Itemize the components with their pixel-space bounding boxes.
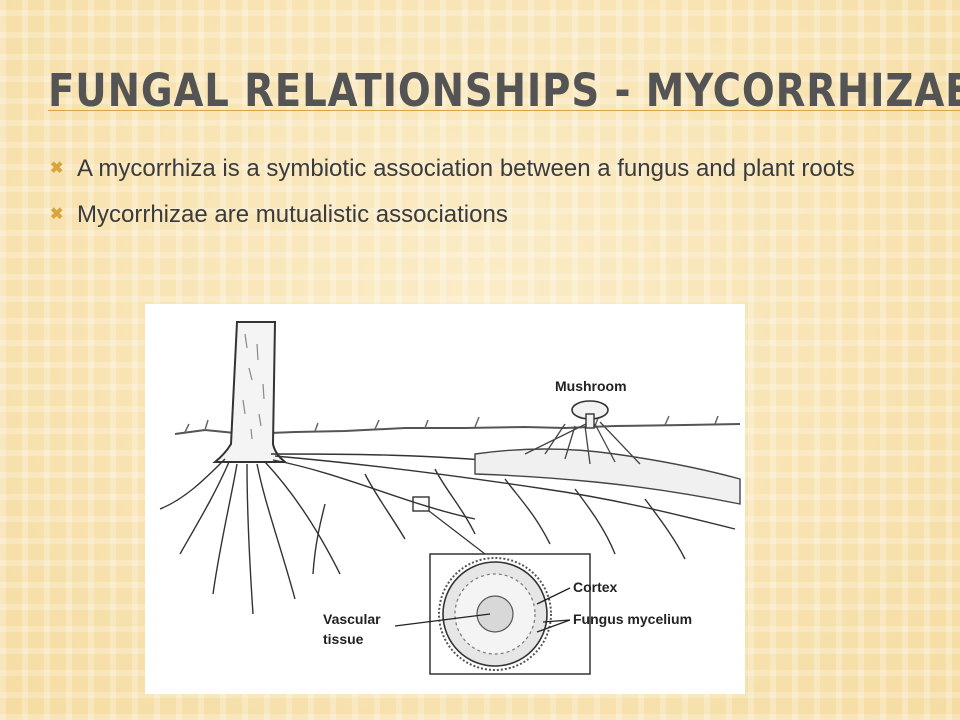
bullet-text: Mycorrhizae are mutualistic associations (77, 201, 508, 228)
mushroom-stem (585, 413, 595, 429)
magnify-line (428, 510, 486, 555)
cortex-label: Cortex (573, 579, 618, 595)
x-mark-icon: ✖ (50, 206, 64, 223)
slide-title: Fungal Relationships - Mycorrhizae (48, 64, 960, 117)
bullet-text: A mycorrhiza is a symbiotic association … (77, 155, 855, 182)
bullet-list: ✖ A mycorrhiza is a symbiotic associatio… (48, 152, 908, 244)
hyphae-lines (524, 421, 641, 465)
bullet-item: ✖ Mycorrhizae are mutualistic associatio… (48, 198, 908, 232)
bark-texture (242, 333, 265, 440)
diagram-svg: Mushroom Cortex Fungus mycelium Vascular… (159, 321, 741, 675)
tree-trunk (212, 321, 288, 463)
mushroom-label: Mushroom (555, 378, 627, 394)
fungal-mat (474, 448, 741, 505)
vascular-label: Vascular (323, 611, 381, 627)
leader-lines (394, 587, 571, 633)
mycorrhiza-diagram: Mushroom Cortex Fungus mycelium Vascular… (145, 304, 745, 694)
vascular-core (476, 595, 514, 633)
title-underline (48, 110, 960, 111)
fungal-sheath (438, 557, 552, 671)
x-mark-icon: ✖ (50, 160, 64, 177)
tissue-label: tissue (323, 631, 364, 647)
magnify-box (412, 496, 430, 512)
bullet-item: ✖ A mycorrhiza is a symbiotic associatio… (48, 152, 908, 186)
fungus-mycelium-label: Fungus mycelium (573, 611, 692, 627)
